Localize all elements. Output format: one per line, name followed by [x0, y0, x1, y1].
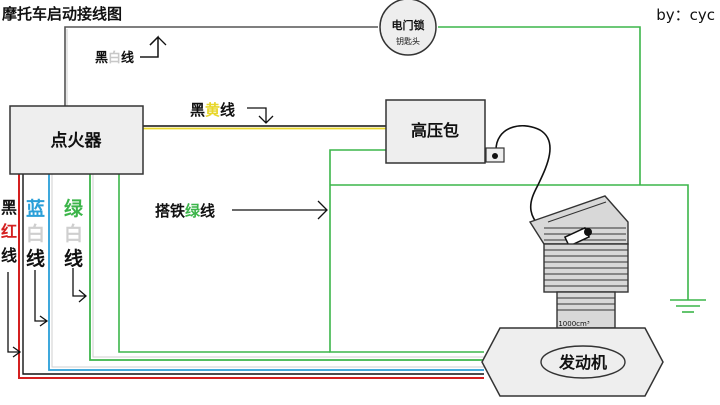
green-white-wire	[89, 174, 484, 361]
coil-terminal-dot	[492, 153, 498, 159]
engine-label-oval	[540, 345, 626, 379]
ground-label-prefix: 搭铁	[155, 202, 185, 220]
green-white-label-3: 线	[64, 247, 83, 270]
author-credit: by：cyc	[656, 6, 715, 24]
arrow-right-icon	[7, 272, 22, 358]
spark-plug-lead	[495, 125, 561, 241]
key-switch-circle	[379, 0, 437, 56]
black-white-wire	[64, 26, 378, 106]
black-red-label-2: 红	[1, 222, 17, 241]
black-yellow-label: 黑黄线	[190, 101, 235, 119]
black-yellow-label-highlight: 黄	[205, 101, 220, 119]
black-white-label-highlight: 白	[108, 50, 121, 66]
blue-white-label-3: 线	[26, 247, 45, 270]
diagram-title: 摩托车启动接线图	[2, 5, 122, 23]
igniter-label: 点火器	[51, 130, 103, 151]
igniter-box	[9, 105, 144, 175]
blue-white-wire-white	[51, 174, 484, 368]
coil-box	[385, 99, 486, 164]
black-red-wire	[18, 174, 484, 379]
black-white-label: 黑白线	[95, 50, 134, 66]
engine-cylinder-head	[528, 195, 629, 245]
green-white-label-2: 白	[64, 222, 83, 245]
black-yellow-label-prefix: 黑	[190, 101, 205, 119]
black-white-label-prefix: 黑	[95, 51, 108, 66]
key-switch-ground-wire	[438, 26, 641, 185]
head-fin	[547, 201, 607, 223]
arrow-right-icon	[72, 268, 87, 303]
black-white-label-suffix: 线	[121, 50, 134, 66]
black-red-label-3: 线	[1, 246, 17, 265]
blue-white-label-1: 蓝	[26, 197, 45, 220]
displacement-label: 1000cm³	[558, 320, 589, 328]
black-red-wire-black	[22, 174, 484, 375]
igniter-green-wire	[118, 174, 330, 353]
black-yellow-label-suffix: 线	[220, 101, 235, 119]
key-switch-label: 电门锁	[392, 18, 425, 32]
ground-label-suffix: 线	[200, 202, 215, 220]
blue-white-wire	[48, 174, 484, 371]
key-switch-sublabel: 钥匙头	[396, 36, 420, 46]
green-white-wire-white	[92, 174, 484, 358]
engine-label: 发动机	[558, 353, 607, 372]
arrow-up-icon	[140, 36, 167, 58]
ground-symbol	[670, 299, 706, 313]
ground-wire	[330, 184, 689, 300]
coil-ground-wire	[329, 149, 484, 353]
black-red-label-1: 黑	[1, 198, 17, 217]
arrow-down-icon	[247, 107, 274, 124]
arrow-right-icon	[232, 200, 328, 220]
coil-label: 高压包	[411, 121, 459, 140]
blue-white-label-2: 白	[26, 222, 45, 245]
spark-plug-cap	[584, 228, 592, 236]
ground-label-highlight: 绿	[185, 202, 201, 220]
arrow-right-icon	[34, 270, 49, 327]
green-white-label-1: 绿	[64, 197, 84, 220]
ground-label: 搭铁绿线	[155, 202, 215, 220]
